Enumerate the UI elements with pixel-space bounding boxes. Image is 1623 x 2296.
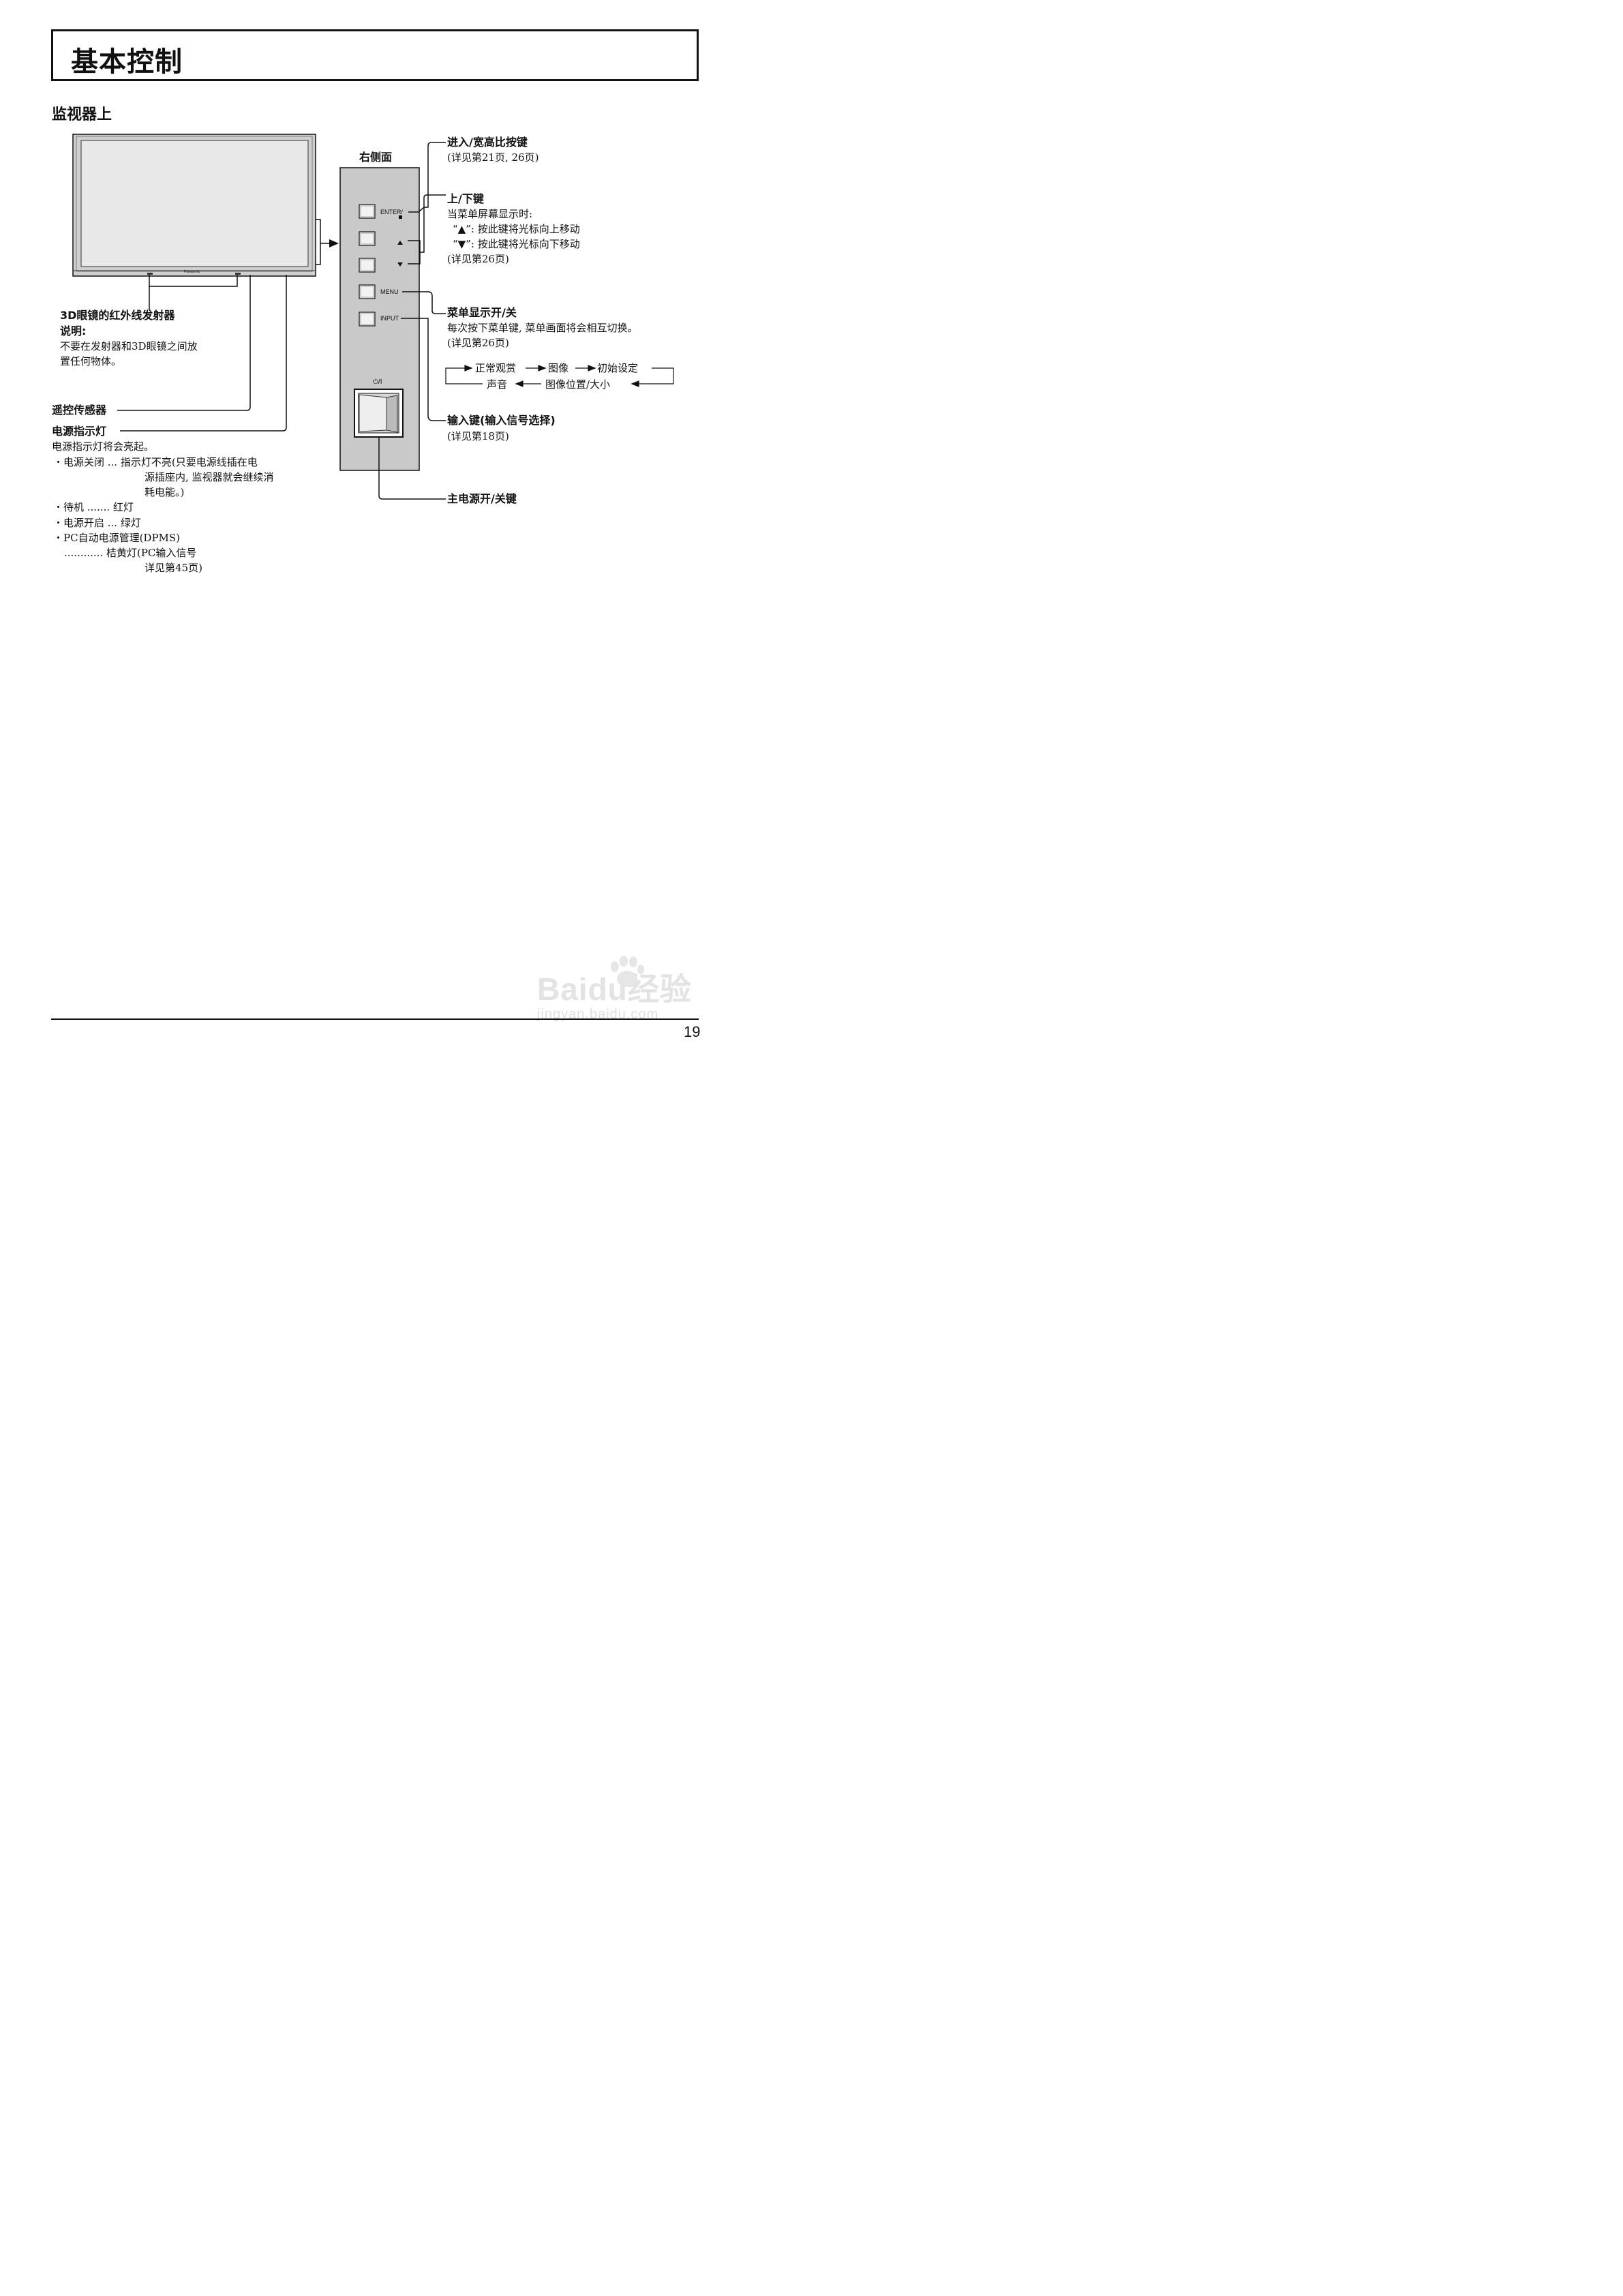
cycle-step-picture: 图像 [548,362,569,374]
baidu-watermark-logo: Baidu经验 [537,971,692,1007]
menu-key-ref: (详见第26页) [447,337,509,349]
updown-key-title: 上/下键 [447,192,484,205]
ir-emitter-note-1: 不要在发射器和3D眼镜之间放 [60,340,198,352]
menu-button-label: MENU [380,288,399,295]
input-key-ref: (详见第18页) [447,430,509,442]
cycle-step-position: 图像位置/大小 [545,378,611,391]
cycle-step-sound: 声音 [487,378,508,391]
control-diagram [72,134,674,500]
updown-key-ref: (详见第26页) [447,253,509,265]
remote-sensor-title: 遥控传感器 [52,404,107,417]
updown-key-line1: 当菜单屏幕显示时: [447,208,533,220]
page-number: 19 [684,1023,701,1040]
enter-button-label: ENTER/ [380,209,404,215]
ir-emitter-note-head: 说明: [60,324,87,337]
right-leader-lines [378,142,446,500]
baidu-watermark: Baidu经验 jingyan.baidu.com [537,965,692,1023]
power-indicator-desc: 电源指示灯将会亮起。 [52,440,155,453]
updown-key-line3: “▼”: 按此键将光标向下移动 [453,238,580,250]
enter-key-ref: (详见第21页, 26页) [447,151,539,164]
cycle-step-normal: 正常观赏 [475,362,517,374]
input-key-title: 输入键(输入信号选择) [447,414,556,427]
power-indicator-item: ・PC自动电源管理(DPMS) [53,532,181,544]
power-indicator-item: ・电源开启 ... 绿灯 [53,517,141,529]
power-indicator-item: ・待机 ....... 红灯 [53,501,134,513]
footer-rule [51,1018,699,1020]
input-button-label: INPUT [380,315,399,322]
side-panel-illustration [339,167,420,471]
side-panel-heading: 右侧面 [359,151,393,164]
menu-key-desc: 每次按下菜单键, 菜单画面将会相互切换。 [447,322,638,334]
power-indicator-item: 详见第45页) [145,562,202,574]
section-heading: 监视器上 [52,106,112,123]
monitor-brand: Panasonic [184,270,200,274]
ir-emitter-note-2: 置任何物体。 [60,355,122,367]
ir-emitter-title: 3D眼镜的红外线发射器 [60,309,175,322]
menu-cycle-diagram [445,365,674,387]
cycle-step-setup: 初始设定 [597,362,639,374]
enter-key-title: 进入/宽高比按键 [447,136,528,149]
baidu-watermark-url: jingyan.baidu.com [537,1007,659,1022]
page-title: 基本控制 [71,46,183,78]
paw-icon [611,956,644,987]
power-indicator-item: 耗电能。) [145,486,185,498]
title-box [51,29,699,81]
power-indicator-title: 电源指示灯 [52,425,107,438]
main-power-title: 主电源开/关键 [447,492,517,505]
power-symbol-label: ⏻/I [373,378,382,386]
power-indicator-item: ・电源关闭 ... 指示灯不亮(只要电源线插在电 [53,456,258,468]
power-indicator-item: 源插座内, 监视器就会继续消 [145,471,274,483]
left-leader-lines [117,275,287,432]
monitor-illustration [72,134,339,277]
menu-key-title: 菜单显示开/关 [447,306,517,319]
power-indicator-item: ............ 桔黄灯(PC输入信号 [64,547,197,559]
updown-key-line2: “▲”: 按此键将光标向上移动 [453,223,580,235]
